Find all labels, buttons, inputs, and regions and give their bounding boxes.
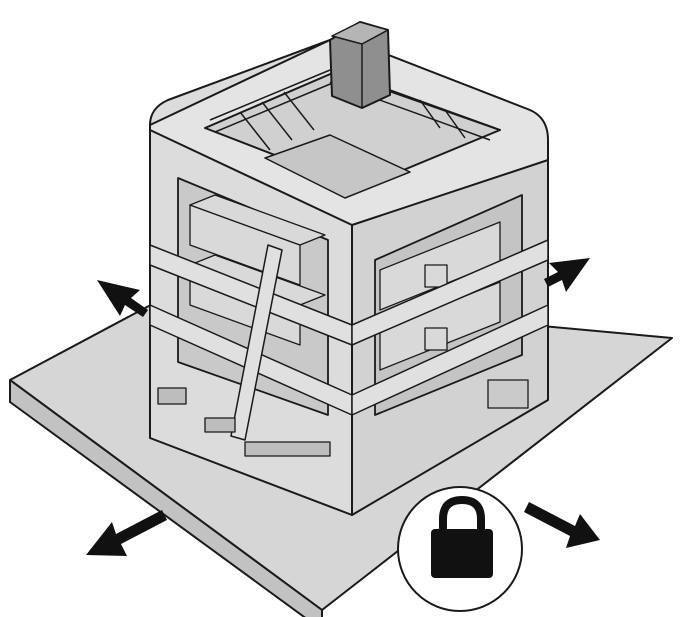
vent-slots [157,379,529,457]
arrow-icon [524,502,600,548]
arrow-icon [86,510,167,556]
arrow-icon [544,258,590,292]
print-head [329,21,391,109]
build-plate [264,134,411,199]
arrows [86,258,600,556]
packing-straps [149,239,549,441]
platform-front [9,379,323,617]
lock-badge [397,486,523,612]
lock-icon [431,495,493,578]
printer [149,21,549,516]
arrow-icon [97,280,148,317]
